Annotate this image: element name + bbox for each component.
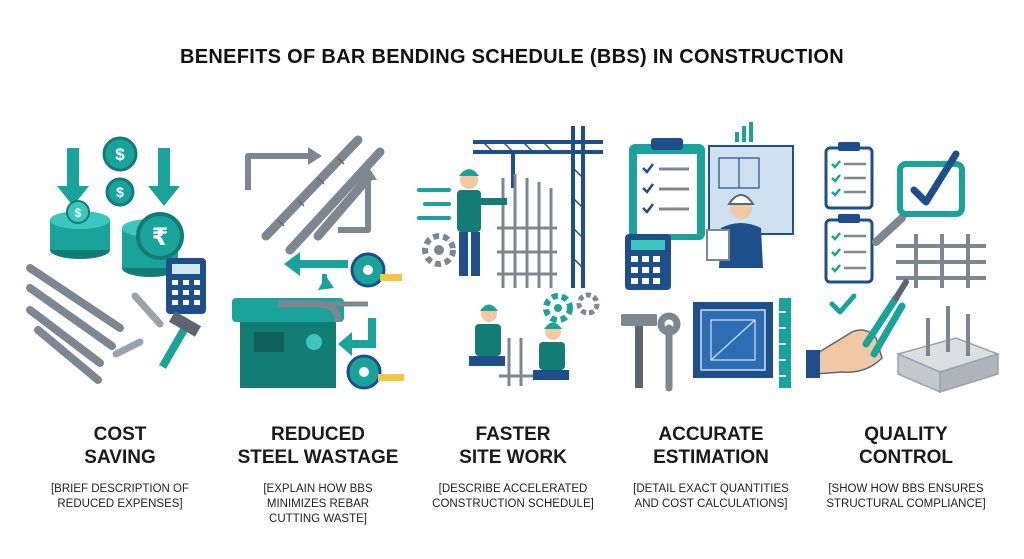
check-mark-icon — [829, 293, 857, 315]
rebar-pieces-icon — [112, 292, 164, 358]
benefit-description: [DETAIL EXACT QUANTITIES AND COST CALCUL… — [633, 483, 789, 510]
calculator-icon — [625, 234, 671, 290]
speed-lines — [417, 188, 451, 220]
rebar-icon — [261, 135, 385, 255]
gear-icon — [422, 233, 600, 323]
checklist-icon — [824, 142, 874, 284]
kneeling-workers-icon — [469, 304, 569, 386]
benefit-heading: QUALITY CONTROL — [859, 424, 953, 468]
crane-truss — [482, 141, 584, 269]
estimation-illustration — [611, 118, 811, 398]
site-work-illustration — [413, 118, 613, 398]
benefit-description: [SHOW HOW BBS ENSURES STRUCTURAL COMPLIA… — [826, 483, 986, 510]
quality-control-illustration — [806, 118, 1006, 398]
blueprint-icon — [708, 122, 794, 235]
left-arrow-icon — [284, 252, 348, 290]
calculator-icon — [166, 258, 206, 314]
benefit-heading: COST SAVING — [84, 424, 156, 468]
tape-measure-icon — [346, 252, 404, 390]
hammer-icon — [621, 314, 657, 388]
svg-text:$: $ — [116, 184, 124, 200]
rupee-coin-icon: ₹ — [136, 212, 184, 260]
magnifier-check-icon — [872, 150, 965, 246]
benefit-heading: ACCURATE ESTIMATION — [653, 424, 769, 468]
wrench-icon — [657, 312, 681, 392]
plan-drawing-icon — [693, 302, 773, 378]
return-arrow-icon — [338, 318, 376, 356]
benefit-description: [EXPLAIN HOW BBS MINIMIZES REBAR CUTTING… — [263, 483, 373, 525]
steel-wastage-illustration — [218, 118, 418, 398]
ruler-icon — [779, 298, 791, 388]
page-title: BENEFITS OF BAR BENDING SCHEDULE (BBS) I… — [180, 46, 844, 68]
cost-saving-illustration: $ $ $ ₹ — [20, 118, 220, 398]
rebar-bundle-icon — [26, 264, 124, 384]
bending-machine-icon — [232, 298, 368, 388]
svg-text:$: $ — [75, 206, 82, 220]
down-arrow-icon — [57, 148, 180, 206]
hammer-icon — [159, 311, 201, 369]
svg-text:$: $ — [115, 145, 125, 164]
rebar-cage-icon — [497, 174, 557, 288]
benefit-heading: FASTER SITE WORK — [459, 424, 567, 468]
rebar-ribs — [277, 157, 345, 227]
worker-icon — [457, 169, 507, 276]
bend-arrow-icon — [245, 153, 371, 233]
hand-pliers-icon — [806, 279, 909, 378]
clipboard-icon — [629, 138, 705, 240]
svg-text:₹: ₹ — [152, 223, 169, 251]
dollar-coin-icon: $ $ $ — [66, 136, 138, 224]
benefit-heading: REDUCED STEEL WASTAGE — [237, 424, 399, 468]
concrete-block-icon — [895, 306, 1001, 394]
benefit-description: [BRIEF DESCRIPTION OF REDUCED EXPENSES] — [50, 483, 189, 510]
engineer-icon — [706, 194, 763, 268]
benefit-description: [DESCRIBE ACCELERATED CONSTRUCTION SCHED… — [432, 483, 594, 510]
rebar-grid-icon — [896, 234, 986, 288]
